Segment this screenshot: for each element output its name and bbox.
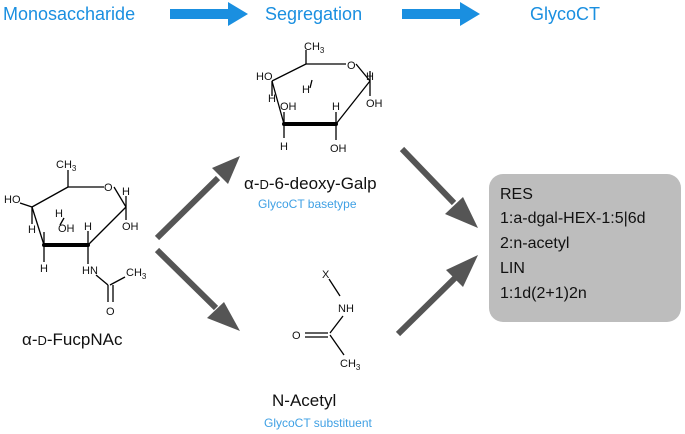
fucpnac-oh-c3: OH	[58, 223, 75, 235]
result-line-2: 2:n-acetyl	[500, 235, 569, 252]
header-step-segregation: Segregation	[265, 4, 362, 24]
arrow-from-basetype	[399, 146, 478, 228]
fucpnac-hn: HN	[82, 265, 98, 277]
galp-h-c2: H	[332, 101, 340, 113]
fucpnac-ac-ch3: CH3	[126, 267, 147, 281]
galp-oh-c3: OH	[280, 101, 297, 113]
arrow-to-substituent	[154, 247, 240, 331]
galp-h-c4: H	[268, 93, 276, 105]
galp-oh-c2: OH	[330, 143, 347, 155]
fucpnac-h-c4: H	[55, 208, 63, 220]
flow-arrows	[154, 146, 478, 337]
fucpnac-h-c1: H	[122, 186, 130, 198]
result-line-res: RES	[500, 186, 533, 203]
header-arrow-2	[402, 2, 480, 26]
arrow-from-substituent	[395, 255, 478, 337]
fucpnac-carbonyl-o: O	[106, 306, 115, 318]
fucpnac-h-c2: H	[84, 221, 92, 233]
fucpnac-ho: HO	[4, 194, 21, 206]
molecule-fucpnac: CH3 O HO H H OH H OH H H HN O CH3 α-D-Fu…	[4, 159, 147, 349]
galp-oh-c1: OH	[366, 98, 383, 110]
header-row: Monosaccharide Segregation GlycoCT	[3, 2, 600, 26]
galp-ch3: CH3	[304, 41, 325, 55]
result-box	[489, 174, 681, 322]
fucpnac-name: α-D-FucpNAc	[22, 330, 123, 349]
galp-h-c3: H	[280, 141, 288, 153]
molecule-n-acetyl: X NH O CH3 N-Acetyl GlycoCT substituent	[264, 269, 372, 430]
header-arrow-1	[170, 2, 248, 26]
fucpnac-oh-c1: OH	[122, 221, 139, 233]
galp-h-c1: H	[366, 71, 374, 83]
acetyl-nh: NH	[338, 303, 354, 315]
header-step-glycoct: GlycoCT	[530, 4, 600, 24]
acetyl-o: O	[292, 330, 301, 342]
acetyl-ch3: CH3	[340, 358, 361, 372]
acetyl-name: N-Acetyl	[272, 391, 336, 410]
acetyl-caption: GlycoCT substituent	[264, 416, 372, 430]
arrow-to-basetype	[154, 156, 240, 241]
fucpnac-h-c3: H	[40, 263, 48, 275]
header-step-monosaccharide: Monosaccharide	[3, 4, 135, 24]
result-line-link: 1:1d(2+1)2n	[500, 285, 587, 302]
glycoct-result: RES 1:a-dgal-HEX-1:5|6d 2:n-acetyl LIN 1…	[489, 174, 681, 322]
galp-ho: HO	[256, 71, 273, 83]
galp-name: α-D-6-deoxy-Galp	[244, 174, 377, 193]
result-line-lin: LIN	[500, 260, 525, 277]
galp-h-c5: H	[302, 84, 310, 96]
fucpnac-h-c4-down: H	[28, 224, 36, 236]
fucpnac-ring-o: O	[104, 182, 113, 194]
fucpnac-ch3: CH3	[56, 159, 77, 173]
galp-caption: GlycoCT basetype	[258, 197, 357, 211]
acetyl-x: X	[322, 269, 330, 281]
galp-ring-o: O	[347, 60, 356, 72]
molecule-deoxy-galp: CH3 O H HO H H OH H OH H OH α-D-6-deoxy-…	[244, 41, 383, 211]
result-line-1: 1:a-dgal-HEX-1:5|6d	[500, 210, 646, 227]
